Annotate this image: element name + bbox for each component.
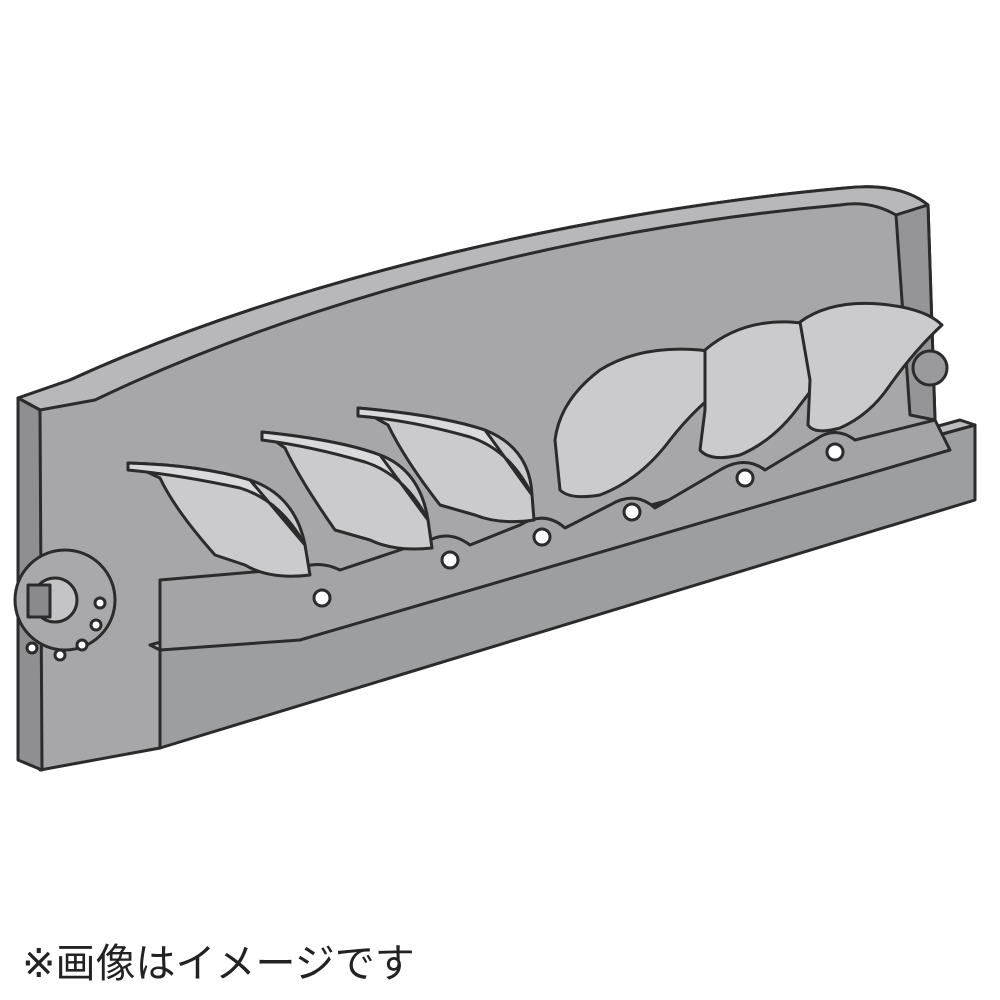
- vane-6: [798, 301, 944, 433]
- vane-2-fold: [260, 430, 430, 522]
- pivot-hole-1: [312, 588, 332, 608]
- image-disclaimer-caption: ※画像はイメージです: [22, 941, 415, 987]
- end-knob: [911, 349, 949, 387]
- pivot-hole-3: [532, 527, 552, 547]
- pivot-hole-2: [440, 550, 460, 570]
- hub-dot-1: [25, 641, 39, 655]
- louver-panel-illustration: [13, 185, 977, 772]
- vane-3-fold: [356, 406, 534, 497]
- mount-hub-shaft: [26, 583, 52, 619]
- pivot-hole-6: [825, 442, 845, 462]
- vane-1-fold: [126, 461, 307, 547]
- pivot-hole-5: [735, 468, 755, 488]
- hub-dot-5: [93, 596, 107, 610]
- hub-dot-3: [75, 638, 89, 652]
- hub-dot-4: [89, 618, 103, 632]
- hub-dot-2: [53, 648, 67, 662]
- pivot-hole-4: [622, 502, 642, 522]
